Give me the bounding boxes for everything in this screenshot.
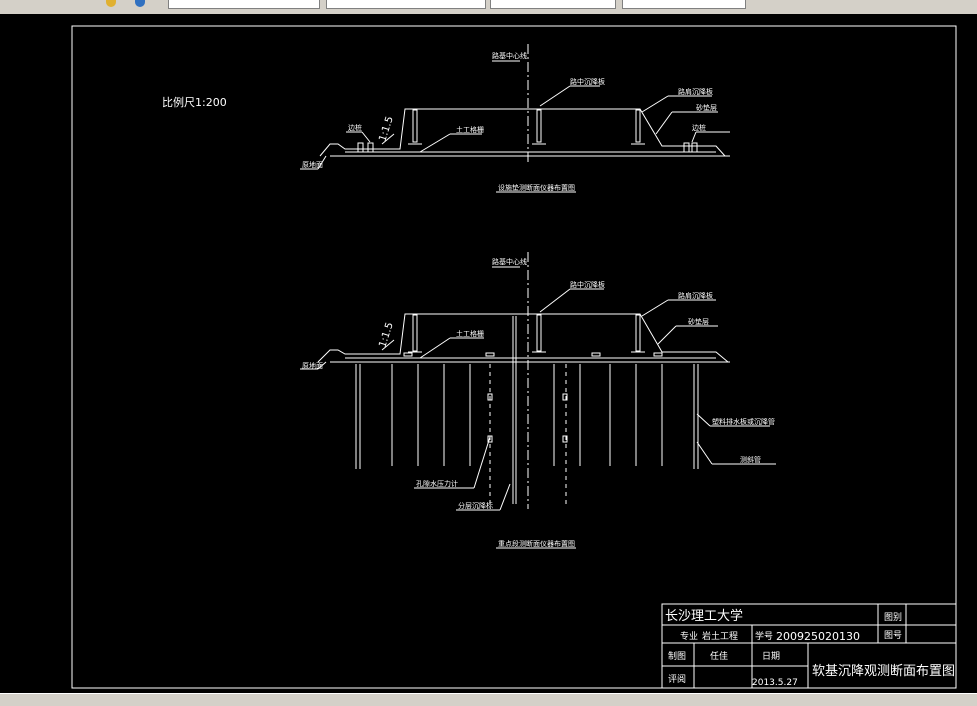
review-label: 评阅 bbox=[668, 674, 686, 685]
globe-icon[interactable] bbox=[135, 0, 145, 7]
status-bar bbox=[0, 693, 977, 706]
bottom-geotextile-label: 土工格栅 bbox=[456, 329, 484, 338]
sheet-label: 图别 bbox=[884, 612, 902, 623]
bottom-slope-label: 1:1.5 bbox=[377, 321, 395, 349]
number-label: 图号 bbox=[884, 630, 902, 641]
bottom-centerline-label: 路基中心线 bbox=[492, 257, 527, 266]
color-dropdown[interactable] bbox=[326, 0, 486, 9]
top-cross-section bbox=[300, 44, 730, 193]
toolbar bbox=[0, 0, 977, 15]
top-cushion-label: 砂垫层 bbox=[696, 103, 717, 112]
top-centerline-label: 路基中心线 bbox=[492, 51, 527, 60]
layer-icon[interactable] bbox=[106, 0, 116, 7]
date-label: 日期 bbox=[762, 651, 780, 662]
linetype-dropdown[interactable] bbox=[490, 0, 616, 9]
scale-label: 比例尺1:200 bbox=[162, 95, 227, 109]
date-value: 2013.5.27 bbox=[752, 678, 798, 688]
top-geotextile-label: 土工格栅 bbox=[456, 125, 484, 134]
id-value: 200925020130 bbox=[776, 630, 860, 643]
bottom-shoulder-plate-label: 路肩沉降板 bbox=[678, 291, 713, 300]
major-label: 专业 bbox=[680, 630, 698, 642]
top-slope-label: 1:1.5 bbox=[377, 115, 395, 143]
layered-plate-label: 分层沉降标 bbox=[458, 501, 493, 510]
drawing-frame bbox=[71, 25, 957, 689]
major-value: 岩土工程 bbox=[702, 630, 738, 642]
drawn-label: 制图 bbox=[668, 650, 686, 662]
layer-dropdown[interactable] bbox=[168, 0, 320, 9]
lineweight-dropdown[interactable] bbox=[622, 0, 746, 9]
drawn-name: 任佳 bbox=[710, 650, 728, 662]
top-left-pile-label: 边桩 bbox=[348, 123, 362, 132]
top-right-pile-label: 边桩 bbox=[692, 123, 706, 132]
drawing-title: 软基沉降观测断面布置图 bbox=[812, 664, 955, 679]
university-name: 长沙理工大学 bbox=[665, 608, 743, 624]
top-caption: 设施垫测断面仪器布置图 bbox=[498, 183, 575, 192]
piezometer-label: 孔隙水压力计 bbox=[416, 479, 458, 488]
bottom-center-plate-label: 路中沉降板 bbox=[570, 280, 605, 289]
cad-drawing: 比例尺1:200 路基中心线 路中沉降板 路肩沉降板 砂垫层 边桩 边桩 土工格… bbox=[71, 25, 957, 689]
bottom-caption: 重点段测断面仪器布置图 bbox=[498, 539, 575, 548]
bottom-ground-label: 原地面 bbox=[302, 361, 323, 370]
title-block bbox=[661, 603, 957, 689]
drain-pipe-label: 测斜管 bbox=[740, 455, 761, 464]
top-center-plate-label: 路中沉降板 bbox=[570, 77, 605, 86]
top-ground-label: 原地面 bbox=[302, 160, 323, 169]
id-label: 学号 bbox=[755, 630, 773, 642]
top-shoulder-plate-label: 路肩沉降板 bbox=[678, 87, 713, 96]
bottom-cushion-label: 砂垫层 bbox=[688, 317, 709, 326]
bottom-cross-section bbox=[300, 252, 776, 549]
drawing-canvas[interactable]: 比例尺1:200 路基中心线 路中沉降板 路肩沉降板 砂垫层 边桩 边桩 土工格… bbox=[0, 14, 977, 693]
inclinometer-label: 塑料排水板或沉降管 bbox=[712, 417, 775, 426]
